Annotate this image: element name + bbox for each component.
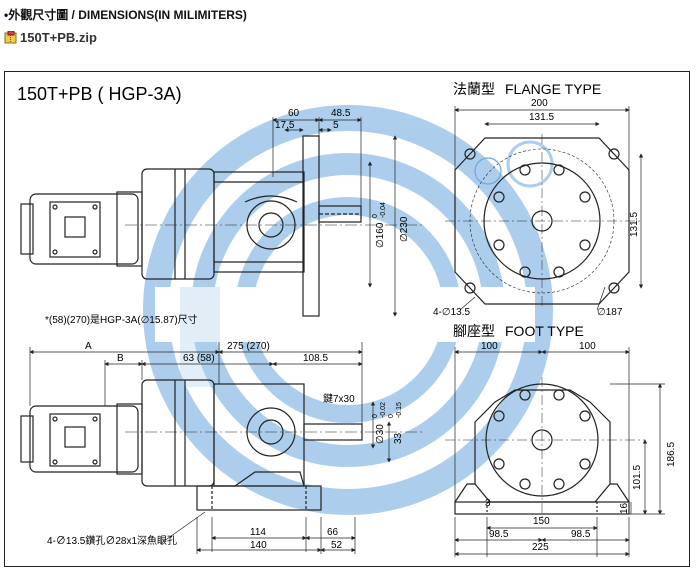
dim-200: 200 <box>531 98 548 109</box>
dim-16: 16 <box>619 502 630 514</box>
drawing-title: 150T+PB ( HGP-3A) <box>17 84 182 104</box>
dim-30-tol-upper: 0 <box>372 414 379 418</box>
zip-download-link[interactable]: 150T+PB.zip <box>4 30 97 45</box>
dim-33: 33 <box>393 432 404 444</box>
dim-98-5-left: 98.5 <box>489 529 509 540</box>
dim-66: 66 <box>327 527 339 538</box>
dim-140: 140 <box>250 540 267 551</box>
dim-33-tol-upper: 0 <box>388 414 395 418</box>
dim-101-5: 101.5 <box>632 465 643 490</box>
flange-type-label-cn: 法蘭型 <box>453 81 495 97</box>
dim-160: ∅160 <box>375 222 386 248</box>
dim-30: ∅30 <box>375 424 386 444</box>
flange-side-view <box>20 135 362 317</box>
dim-160-tol-lower: -0.04 <box>380 202 387 218</box>
dim-63: 63 (58) <box>183 353 215 364</box>
dim-131-5-top: 131.5 <box>529 112 554 123</box>
dim-186-5: 186.5 <box>666 442 677 467</box>
hole-note: 4-∅13.5鑽孔∅28x1深魚眼孔 <box>47 534 177 547</box>
drawing-frame: 150T+PB ( HGP-3A) 法蘭型 FLANGE TYPE 腳座型 FO… <box>4 71 690 567</box>
dim-108-5: 108.5 <box>303 353 328 364</box>
flange-type-label-en: FLANGE TYPE <box>505 81 601 97</box>
foot-front-dimensions <box>454 347 665 557</box>
dim-100-left: 100 <box>481 341 498 352</box>
page-title: •外觀尺寸圖 / DIMENSIONS(IN MILIMITERS) <box>4 8 247 22</box>
dim-3: 3 <box>485 498 491 509</box>
foot-type-label-en: FOOT TYPE <box>505 323 584 339</box>
flange-side-dimensions <box>272 117 398 317</box>
zip-archive-icon <box>4 30 18 44</box>
dim-275: 275 (270) <box>227 341 270 352</box>
dim-187: ∅187 <box>597 307 623 318</box>
dim-230: ∅230 <box>399 216 410 242</box>
dim-114: 114 <box>250 527 266 538</box>
key-spec: 鍵7x30 <box>323 392 355 405</box>
dim-A: A <box>85 341 92 352</box>
flange-hole-note: 4-∅13.5 <box>433 307 471 318</box>
technical-drawing: 150T+PB ( HGP-3A) 法蘭型 FLANGE TYPE 腳座型 FO… <box>17 81 677 557</box>
dim-17-5: 17.5 <box>275 120 295 131</box>
dim-48-5: 48.5 <box>331 108 351 119</box>
dim-30-tol-lower: -0.02 <box>380 402 387 418</box>
dim-B: B <box>117 353 124 364</box>
dim-98-5-right: 98.5 <box>571 529 591 540</box>
dim-131-5-side: 131.5 <box>629 212 640 237</box>
flange-front-dimensions <box>454 106 644 311</box>
model-note: *(58)(270)是HGP-3A(∅15.87)尺寸 <box>45 313 198 326</box>
dim-52: 52 <box>331 540 343 551</box>
dim-225: 225 <box>532 542 549 553</box>
foot-type-label-cn: 腳座型 <box>453 323 495 339</box>
dim-60: 60 <box>288 108 300 119</box>
dim-5: 5 <box>333 120 339 131</box>
dim-33-tol-lower: -0.15 <box>396 402 403 418</box>
dim-160-tol-upper: 0 <box>372 214 379 218</box>
dim-100-right: 100 <box>579 341 596 352</box>
zip-file-name: 150T+PB.zip <box>20 30 97 45</box>
dim-150: 150 <box>533 516 550 527</box>
foot-side-dimensions <box>29 342 392 554</box>
